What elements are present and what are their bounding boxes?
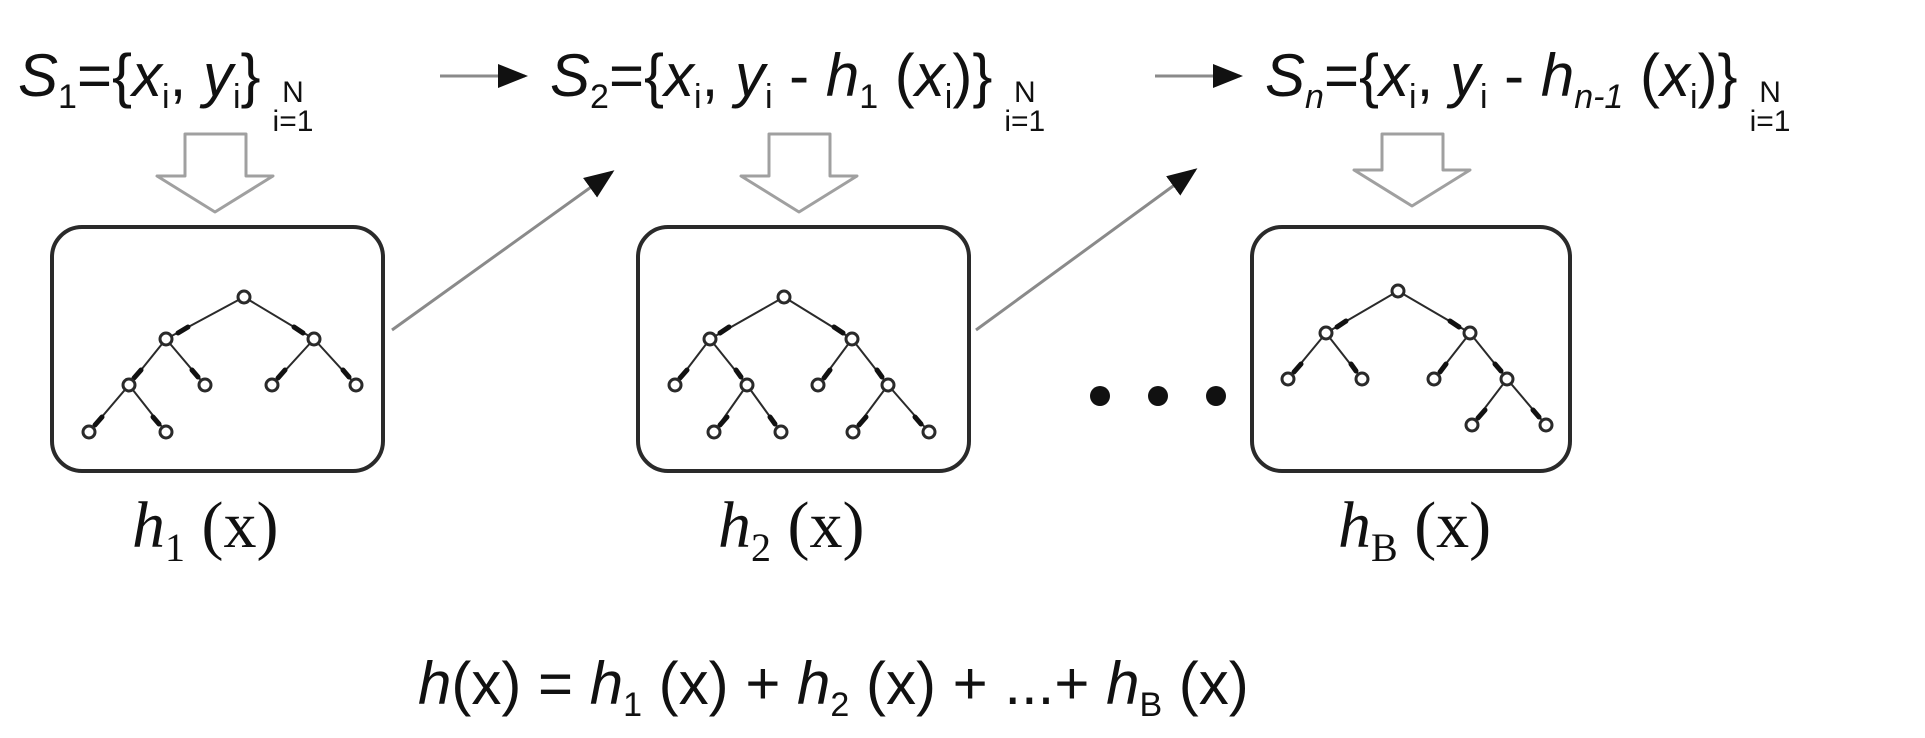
arrow-tree1-to-s2 bbox=[391, 170, 615, 332]
ellipsis-dots bbox=[1090, 386, 1226, 406]
hollow-arrow-s1-to-tree1 bbox=[155, 132, 275, 214]
ensemble-equation: h(x) = h1 (x) + h2 (x) + ...+ hB (x) bbox=[418, 650, 1249, 724]
tree-label-1: h1 (x) bbox=[132, 489, 279, 570]
decision-tree-b-icon bbox=[1280, 283, 1554, 433]
decision-tree-1-icon bbox=[81, 289, 364, 440]
tree-box-b bbox=[1250, 225, 1572, 473]
tree-label-b: hB (x) bbox=[1338, 489, 1492, 570]
decision-tree-2-icon bbox=[667, 289, 937, 440]
dot bbox=[1206, 386, 1226, 406]
tree-label-2: h2 (x) bbox=[718, 489, 865, 570]
dot bbox=[1090, 386, 1110, 406]
arrow-tree2-to-sn bbox=[975, 168, 1198, 332]
tree-box-1 bbox=[50, 225, 385, 473]
dot bbox=[1148, 386, 1168, 406]
hollow-arrow-sn-to-treeB bbox=[1352, 132, 1472, 208]
tree-box-2 bbox=[636, 225, 971, 473]
hollow-arrow-s2-to-tree2 bbox=[739, 132, 859, 214]
